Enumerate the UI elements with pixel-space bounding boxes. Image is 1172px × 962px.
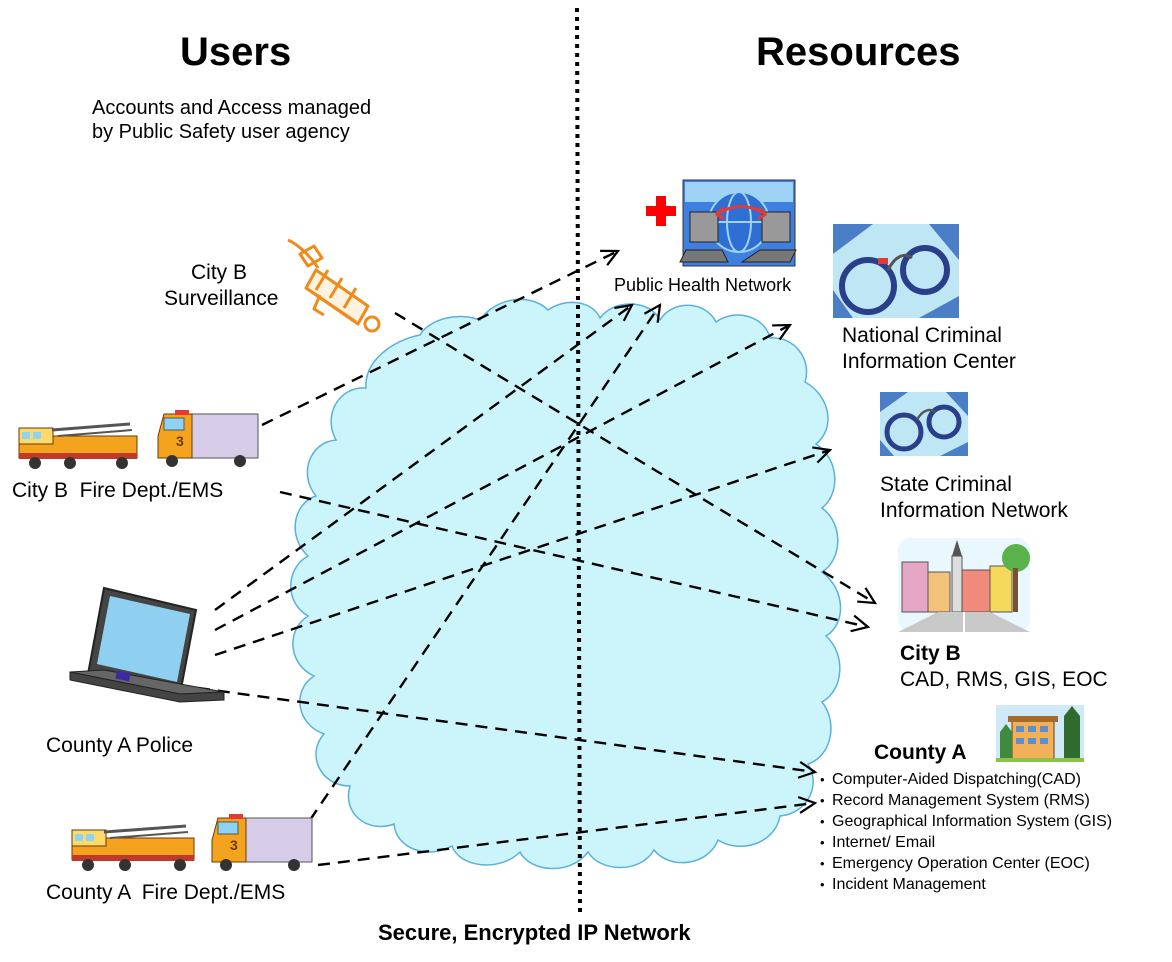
network-computers-icon <box>679 179 797 267</box>
city-b-systems: CAD, RMS, GIS, EOC <box>900 667 1108 691</box>
arrow-police-to-county-a <box>197 686 815 772</box>
town-street-icon <box>898 538 1030 632</box>
svg-text:3: 3 <box>176 433 184 449</box>
ncic-line-2: Information Center <box>842 349 1016 373</box>
state-criminal-line-2: Information Network <box>880 498 1068 522</box>
arrow-county-fire-to-county-a <box>317 803 815 867</box>
laptop-icon <box>69 586 225 703</box>
arrow-police-to-public-health <box>214 305 632 611</box>
list-item: Record Management System (RMS) <box>820 790 1112 811</box>
resources-heading: Resources <box>756 30 961 74</box>
ambulance-icon: 3 <box>157 410 259 467</box>
city-b-surveillance-line-2: Surveillance <box>164 286 279 310</box>
city-b-fire-label: City B Fire Dept./EMS <box>12 479 224 502</box>
state-criminal-label: State Criminal Information Network <box>880 472 1068 523</box>
users-resources-divider <box>575 7 582 915</box>
handcuffs-icon <box>880 392 968 456</box>
ip-network-cloud <box>290 298 842 870</box>
arrow-police-to-ncic <box>214 325 790 632</box>
fire-truck-icon <box>18 422 138 469</box>
arrow-county-fire-to-public-health <box>309 305 660 821</box>
arrow-cityb-fire-to-city-b <box>279 490 868 627</box>
arrow-surveillance-to-city-b <box>394 311 875 603</box>
office-building-icon <box>996 705 1084 762</box>
list-item: Internet/ Email <box>820 832 1112 853</box>
city-b-resource: City B CAD, RMS, GIS, EOC <box>900 641 1108 692</box>
users-note-line-2: by Public Safety user agency <box>92 121 350 144</box>
county-a-police-label: County A Police <box>46 734 194 757</box>
ncic-label: National Criminal Information Center <box>842 323 1016 374</box>
city-b-surveillance-line-1: City B <box>190 261 247 284</box>
ambulance-icon: 3 <box>211 814 313 871</box>
public-health-network-label: Public Health Network <box>614 275 792 295</box>
county-a-fire-label: County A Fire Dept./EMS <box>46 881 286 904</box>
county-a-systems-list: Computer-Aided Dispatching(CAD) Record M… <box>820 769 1112 895</box>
surveillance-camera-icon <box>287 238 381 333</box>
users-heading: Users <box>180 30 292 74</box>
users-note-line-1: Accounts and Access managed <box>92 97 372 119</box>
fire-truck-icon <box>71 824 195 871</box>
list-item: Emergency Operation Center (EOC) <box>820 853 1112 874</box>
arrow-police-to-state-criminal <box>214 450 830 657</box>
connection-arrows <box>197 251 875 867</box>
list-item: Incident Management <box>820 874 1112 895</box>
county-a-title: County A <box>874 741 967 764</box>
users-note: Accounts and Access managed by Public Sa… <box>92 96 371 145</box>
ncic-line-1: National Criminal <box>842 324 1002 347</box>
list-item: Geographical Information System (GIS) <box>820 811 1112 832</box>
state-criminal-line-1: State Criminal <box>880 473 1012 496</box>
red-cross-icon <box>646 196 676 226</box>
handcuffs-icon <box>833 224 959 318</box>
arrow-cityb-fire-to-public-health <box>261 251 618 427</box>
city-b-title: City B <box>900 642 961 665</box>
network-caption: Secure, Encrypted IP Network <box>378 920 691 945</box>
city-b-surveillance-label: City B Surveillance <box>164 260 279 311</box>
list-item: Computer-Aided Dispatching(CAD) <box>820 769 1112 790</box>
svg-text:3: 3 <box>230 837 238 853</box>
